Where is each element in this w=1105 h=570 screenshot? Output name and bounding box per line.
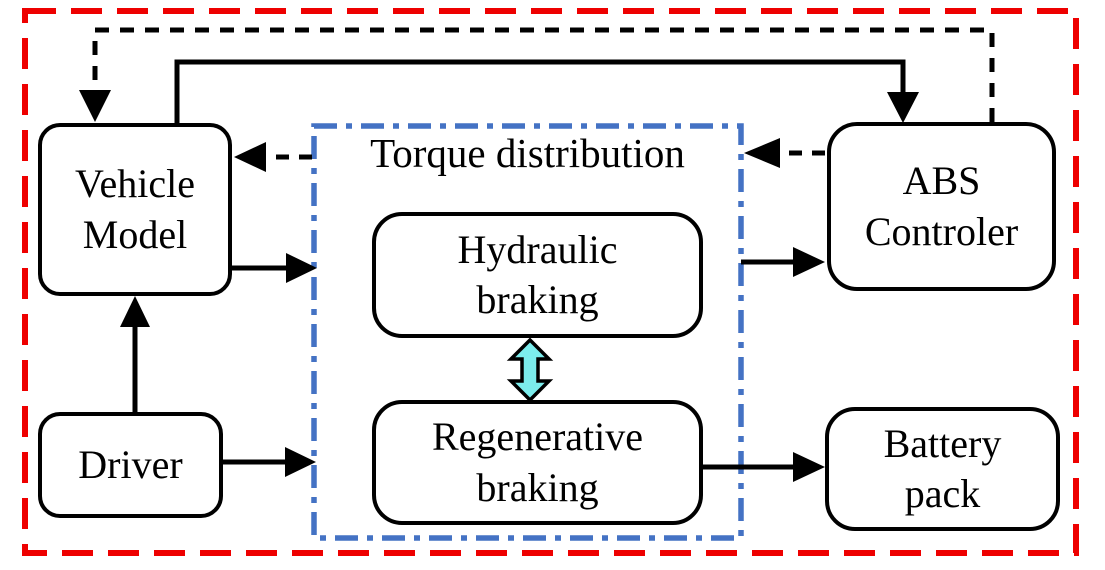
- driver-to-torque-arrowhead-icon: [285, 447, 316, 477]
- vehicle-to-abs-solid-line: [174, 59, 906, 124]
- regenerative-braking-label-line1: Regenerative: [432, 414, 643, 460]
- vehicle-model-box: Vehicle Model: [38, 123, 232, 296]
- battery-pack-label-line1: Battery: [883, 420, 1002, 466]
- hydraulic-braking-box: Hydraulic braking: [372, 212, 703, 338]
- abs-to-vehicle-arrowhead-icon: [79, 90, 111, 122]
- vehicle-model-label-line2: Model: [82, 211, 188, 257]
- driver-label: Driver: [78, 441, 183, 487]
- battery-pack-box: Battery pack: [825, 407, 1060, 531]
- abs-to-torque-arrowhead-icon: [744, 138, 780, 168]
- hydraulic-braking-label-line2: braking: [476, 277, 599, 322]
- hydraulic-braking-label-line1: Hydraulic: [457, 226, 618, 272]
- regenerative-braking-label-line2: braking: [476, 464, 599, 510]
- torque-to-abs-arrowhead-icon: [793, 247, 825, 277]
- vehicle-model-label-line1: Vehicle: [75, 161, 195, 207]
- abs-controller-label-line1: ABS: [902, 158, 981, 204]
- vehicle-to-torque-arrowhead-icon: [286, 253, 317, 283]
- abs-controller-label-line2: Controler: [864, 208, 1019, 254]
- battery-pack-label-line2: pack: [904, 471, 981, 516]
- driver-box: Driver: [38, 412, 223, 518]
- vehicle-to-abs-arrowhead-icon: [887, 92, 919, 123]
- driver-to-vehicle-arrowhead-icon: [120, 296, 150, 327]
- abs-controller-box: ABS Controler: [827, 122, 1056, 291]
- abs-to-vehicle-dashed-line: [92, 27, 995, 122]
- regen-to-battery-arrowhead-icon: [793, 452, 825, 482]
- hydraulic-regen-bidirectional-arrow-icon: [506, 337, 554, 403]
- outer-boundary-red-dashed-border: [22, 8, 1079, 556]
- torque-to-vehicle-arrowhead-icon: [234, 142, 266, 172]
- regenerative-braking-box: Regenerative braking: [372, 400, 703, 525]
- torque-distribution-group-label: Torque distribution: [370, 130, 685, 176]
- torque-distribution-group-border: [311, 123, 744, 541]
